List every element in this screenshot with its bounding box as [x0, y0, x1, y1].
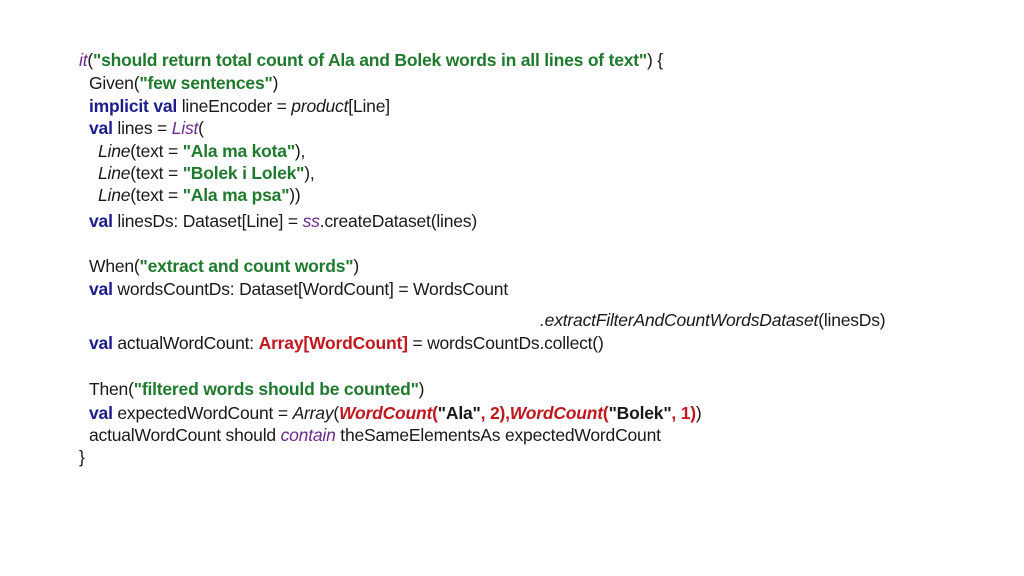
code-token-plain: .createDataset(lines) — [319, 211, 477, 231]
code-line: actualWordCount should contain theSameEl… — [89, 424, 661, 446]
code-token-plain: (text = — [130, 163, 183, 183]
code-token-string: "extract and count words" — [139, 256, 354, 276]
code-token-plain: actualWordCount should — [89, 425, 281, 445]
code-token-accent: Array[WordCount] — [258, 333, 408, 353]
code-token-plain: ) — [418, 379, 425, 399]
code-token-plain: Line — [98, 163, 131, 183]
code-token-keyword: implicit val — [89, 96, 178, 116]
code-token-plain: Then( — [89, 379, 134, 399]
code-token-keyword: val — [89, 279, 113, 299]
code-token-plain: )) — [289, 185, 301, 205]
code-token-plain: When( — [89, 256, 140, 276]
code-line: it("should return total count of Ala and… — [79, 49, 663, 71]
code-token-string: "Ala ma psa" — [182, 185, 290, 205]
code-token-plain: Array — [292, 403, 334, 423]
code-line: .extractFilterAndCountWordsDataset(lines… — [540, 309, 886, 331]
code-token-plain: ), — [294, 141, 306, 161]
code-token-keyword: val — [89, 118, 113, 138]
code-token-plain: linesDs: Dataset[Line] = — [112, 211, 303, 231]
code-token-method: it — [79, 50, 88, 70]
code-line: } — [79, 446, 85, 468]
code-line: val lines = List( — [89, 117, 204, 139]
code-token-accent: , 1) — [671, 403, 696, 423]
code-token-plain: ) — [272, 73, 279, 93]
code-token-plain: [Line] — [348, 96, 390, 116]
code-token-plain: ( — [333, 403, 340, 423]
code-token-plain: product — [291, 96, 349, 116]
code-token-plain: ) { — [647, 50, 663, 70]
code-token-string: "filtered words should be counted" — [133, 379, 419, 399]
code-line: val actualWordCount: Array[WordCount] = … — [89, 332, 604, 354]
code-line: Line(text = "Ala ma psa")) — [98, 184, 301, 206]
code-token-plain: Line — [98, 141, 131, 161]
code-token-method: ss — [302, 211, 320, 231]
code-token-keyword: val — [89, 211, 113, 231]
code-token-plain: ) — [695, 403, 702, 423]
code-token-plain: "Bolek" — [608, 403, 672, 423]
code-token-accent: ( — [602, 403, 609, 423]
code-token-plain: expectedWordCount = — [112, 403, 293, 423]
code-token-plain: ), — [304, 163, 315, 183]
code-token-string: "Ala ma kota" — [182, 141, 295, 161]
code-token-accent: , 2), — [480, 403, 510, 423]
code-token-plain: lines = — [112, 118, 172, 138]
code-token-accent: WordCount — [509, 403, 603, 423]
code-line: Then("filtered words should be counted") — [89, 378, 425, 400]
code-token-plain: theSameElementsAs expectedWordCount — [335, 425, 661, 445]
code-token-plain: ) — [353, 256, 360, 276]
code-token-plain: (text = — [130, 141, 183, 161]
code-line: val linesDs: Dataset[Line] = ss.createDa… — [89, 210, 477, 232]
code-token-plain: wordsCountDs: Dataset[WordCount] = Words… — [112, 279, 508, 299]
code-line: Line(text = "Bolek i Lolek"), — [98, 162, 315, 184]
code-token-plain: actualWordCount: — [112, 333, 259, 353]
code-token-plain: (text = — [130, 185, 183, 205]
code-token-plain: lineEncoder = — [177, 96, 292, 116]
code-token-plain: = wordsCountDs.collect() — [407, 333, 604, 353]
code-line: Given("few sentences") — [89, 72, 278, 94]
code-token-plain: Line — [98, 185, 131, 205]
code-token-method: List — [171, 118, 199, 138]
code-token-plain: .extractFilterAndCountWordsDataset — [540, 310, 819, 330]
code-line: val expectedWordCount = Array(WordCount(… — [89, 402, 702, 424]
code-token-accent: WordCount — [339, 403, 433, 423]
code-token-method: contain — [280, 425, 336, 445]
code-token-plain: } — [79, 447, 85, 467]
code-token-string: "Bolek i Lolek" — [182, 163, 305, 183]
code-line: implicit val lineEncoder = product[Line] — [89, 95, 390, 117]
code-line: When("extract and count words") — [89, 255, 359, 277]
code-token-accent: ( — [432, 403, 438, 423]
code-token-string: "should return total count of Ala and Bo… — [93, 50, 648, 70]
code-token-keyword: val — [89, 333, 113, 353]
code-token-plain: Given( — [89, 73, 140, 93]
code-line: Line(text = "Ala ma kota"), — [98, 140, 305, 162]
code-token-plain: (linesDs) — [818, 310, 886, 330]
code-token-plain: "Ala" — [437, 403, 481, 423]
code-token-string: "few sentences" — [139, 73, 273, 93]
code-token-keyword: val — [89, 403, 113, 423]
code-token-plain: ( — [87, 50, 93, 70]
code-line: val wordsCountDs: Dataset[WordCount] = W… — [89, 278, 508, 300]
code-token-plain: ( — [198, 118, 204, 138]
